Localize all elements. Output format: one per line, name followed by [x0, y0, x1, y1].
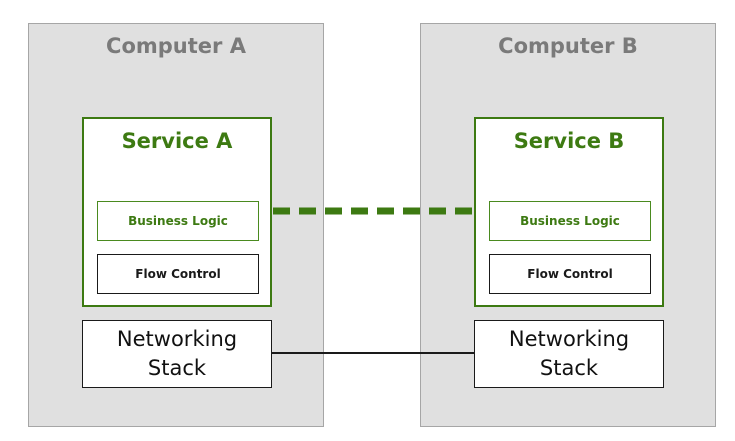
service-b-flow-control: Flow Control [489, 254, 651, 294]
service-a-flow-control: Flow Control [97, 254, 259, 294]
service-a-business-logic: Business Logic [97, 201, 259, 241]
service-b-box: Service B Business Logic Flow Control [474, 117, 664, 307]
service-b-title: Service B [513, 129, 625, 153]
computer-b-networking-stack: Networking Stack [474, 320, 664, 388]
computer-a-title: Computer A [106, 34, 246, 58]
service-a-title: Service A [121, 129, 233, 153]
service-b-business-logic: Business Logic [489, 201, 651, 241]
computer-a-networking-stack: Networking Stack [82, 320, 272, 388]
service-a-box: Service A Business Logic Flow Control [82, 117, 272, 307]
computer-b-title: Computer B [498, 34, 638, 58]
computer-a-container: Computer A Service A Business Logic Flow… [28, 23, 324, 427]
computer-b-container: Computer B Service B Business Logic Flow… [420, 23, 716, 427]
